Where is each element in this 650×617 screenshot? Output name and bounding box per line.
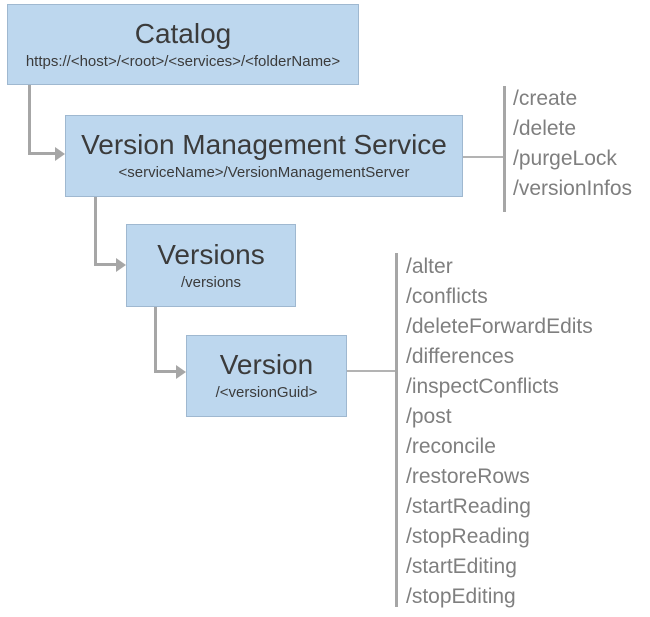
version-operation-label: /stopEditing — [406, 585, 516, 608]
version-operations-list: /alter/conflicts/deleteForwardEdits/diff… — [406, 252, 593, 612]
node-versions-url-template: /versions — [180, 273, 242, 291]
version-operation-label: /startEditing — [406, 555, 517, 578]
version-operation-label: /stopReading — [406, 525, 530, 548]
vms-operation-label: /delete — [513, 117, 577, 140]
arrow-catalog-to-vms-arrowhead-icon — [55, 146, 65, 161]
version-operations-connector-line — [347, 370, 395, 372]
vms-operations-divider-bar — [503, 86, 506, 212]
node-catalog-url-template: https://<host>/<root>/<services>/<folder… — [25, 52, 341, 70]
node-version-url-template: /<versionGuid> — [215, 384, 318, 401]
node-vms-title: Version Management Service — [81, 129, 447, 160]
node-version-management-service: Version Management Service <serviceName>… — [65, 115, 463, 197]
version-operation-label: /restoreRows — [406, 465, 530, 488]
node-versions-title: Versions — [157, 238, 265, 270]
arrow-vms-to-versions-arrowhead-icon — [116, 257, 126, 272]
vms-operation-label: /purgeLock — [513, 147, 617, 170]
vms-operations-connector-line — [463, 156, 503, 158]
node-catalog-title: Catalog — [134, 17, 232, 49]
version-operations-divider-bar — [395, 253, 398, 607]
node-catalog: Catalog https://<host>/<root>/<services>… — [7, 4, 359, 85]
vms-operation-label: /versionInfos — [513, 177, 633, 200]
arrow-versions-to-version-arrowhead-icon — [176, 364, 186, 379]
version-operation-label: /deleteForwardEdits — [406, 315, 593, 338]
node-versions: Versions /versions — [126, 224, 296, 307]
node-vms-url-template: <serviceName>/VersionManagementServer — [118, 164, 410, 181]
arrow-versions-to-version-vertical — [154, 307, 157, 373]
vms-operation-label: /create — [513, 87, 578, 110]
node-version-title: Version — [219, 349, 314, 380]
arrow-versions-to-version-horizontal — [154, 370, 177, 373]
version-operation-label: /conflicts — [406, 285, 488, 308]
version-operation-label: /post — [406, 405, 452, 428]
vms-operations-list: /create/delete/purgeLock/versionInfos — [513, 84, 632, 204]
arrow-catalog-to-vms-horizontal — [28, 152, 56, 155]
version-operation-label: /inspectConflicts — [406, 375, 559, 398]
arrow-vms-to-versions-vertical — [94, 197, 97, 266]
arrow-vms-to-versions-horizontal — [94, 263, 117, 266]
version-operation-label: /differences — [406, 345, 515, 368]
node-version: Version /<versionGuid> — [186, 335, 347, 417]
version-operation-label: /startReading — [406, 495, 531, 518]
version-operation-label: /reconcile — [406, 435, 496, 458]
arrow-catalog-to-vms-vertical — [28, 85, 31, 155]
version-operation-label: /alter — [406, 255, 453, 278]
